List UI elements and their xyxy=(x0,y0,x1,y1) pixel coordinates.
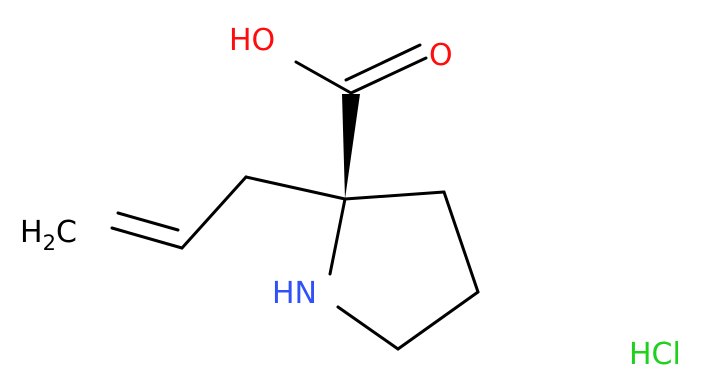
amine-label: HN xyxy=(272,276,317,311)
vinyl-subscript: 2 xyxy=(43,231,56,255)
bond-ring-c3-c4 xyxy=(442,190,480,294)
bond-carboxyl-double-b xyxy=(344,43,422,82)
hydroxyl-label: HO xyxy=(229,23,275,58)
vinyl-h: H xyxy=(20,215,43,250)
stereo-wedge-bond xyxy=(342,94,360,199)
atom-labels: HO O HN H2C HCl xyxy=(20,23,681,372)
salt-label: HCl xyxy=(629,337,681,372)
bond-vinyl-allyl xyxy=(180,175,248,250)
bond-ring-c2-c3 xyxy=(343,190,446,201)
vinyl-terminal-label: H2C xyxy=(20,215,77,255)
bond-ring-c5-n xyxy=(336,305,400,351)
bond-alkene-double-b xyxy=(116,211,180,232)
bond-carboxyl-double-a xyxy=(349,56,428,95)
vinyl-c: C xyxy=(56,215,77,250)
bonds xyxy=(110,43,480,351)
bond-alkene-double-a xyxy=(110,226,184,250)
bond-ring-n-c2 xyxy=(328,197,347,276)
bond-allyl-quaternary xyxy=(244,175,347,201)
carbonyl-oxygen-label: O xyxy=(429,38,453,73)
bond-ring-c4-c5 xyxy=(396,290,480,351)
bond-carboxyl-oh xyxy=(294,60,353,95)
